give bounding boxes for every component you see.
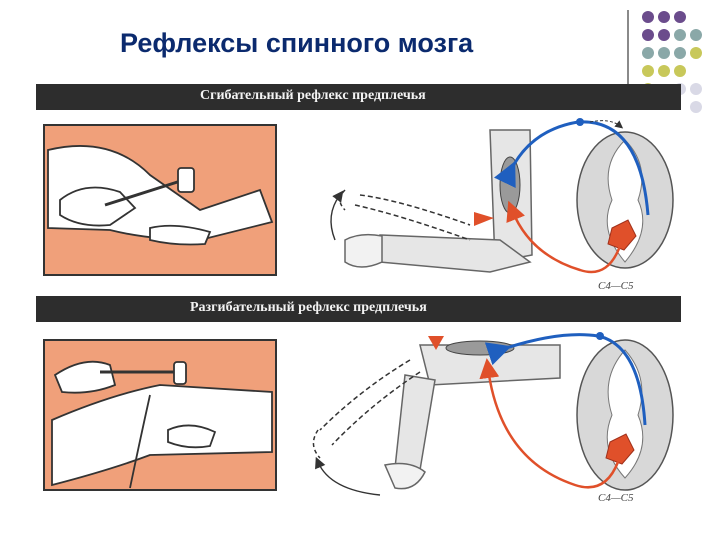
extension-reflex-arc <box>312 332 674 496</box>
section-band-extension <box>36 296 681 322</box>
extension-reflex-panel <box>43 339 277 491</box>
segment-label-flexion: C4—C5 <box>598 280 634 292</box>
flexion-reflex-arc <box>330 118 674 274</box>
flexion-reflex-panel <box>43 124 277 276</box>
section-band-flexion <box>36 84 681 110</box>
slide-title: Рефлексы спинного мозга <box>120 28 474 58</box>
section-label-extension: Разгибательный рефлекс предплечья <box>190 300 427 315</box>
segment-label-extension: C4—C5 <box>598 492 634 504</box>
decorative-divider <box>627 10 629 86</box>
section-label-flexion: Сгибательный рефлекс предплечья <box>200 88 426 103</box>
